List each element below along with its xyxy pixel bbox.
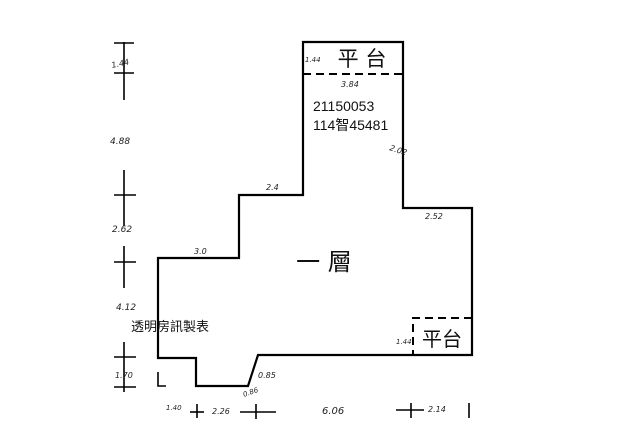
dim-side-1: 1.44 <box>111 57 130 70</box>
platform-right-box <box>412 317 472 355</box>
dim-bottom-1: 1.40 <box>166 404 182 412</box>
watermark: 透明房訊製表 <box>131 319 209 334</box>
dim-side-2: 4.88 <box>110 137 130 147</box>
corner-tick <box>157 372 166 387</box>
dim-right-step: 2.52 <box>425 212 443 221</box>
dim-bottom-3: 6.06 <box>322 406 344 417</box>
dim-platform-top-left: 1.44 <box>305 56 321 64</box>
dim-diag-b: 0.86 <box>242 386 260 399</box>
dim-side-5: 1.70 <box>115 371 133 380</box>
dim-platform-top-bottom: 3.84 <box>341 80 359 89</box>
dim-diag-a: 0.85 <box>258 371 276 380</box>
bottom-dimension-chain <box>190 403 470 419</box>
left-dimension-chain <box>114 42 136 392</box>
floor-label: 一 層 <box>296 248 352 276</box>
dim-platform-right-side: 1.44 <box>396 338 412 346</box>
dim-side-3: 2.62 <box>112 225 132 235</box>
building-outline <box>156 40 474 388</box>
platform-top-label: 平 台 <box>338 47 387 71</box>
case-number: 114智45481 <box>313 117 388 133</box>
case-id: 21150053 <box>313 98 374 114</box>
dim-step-top: 2.4 <box>266 183 279 192</box>
dim-side-4: 4.12 <box>116 303 136 313</box>
platform-right-label: 平台 <box>422 327 462 351</box>
dim-left-step: 3.0 <box>194 247 207 256</box>
dim-bottom-4: 2.14 <box>428 405 446 414</box>
dim-bottom-2: 2.26 <box>212 407 230 416</box>
dim-right-upper: 2.02 <box>388 143 408 157</box>
